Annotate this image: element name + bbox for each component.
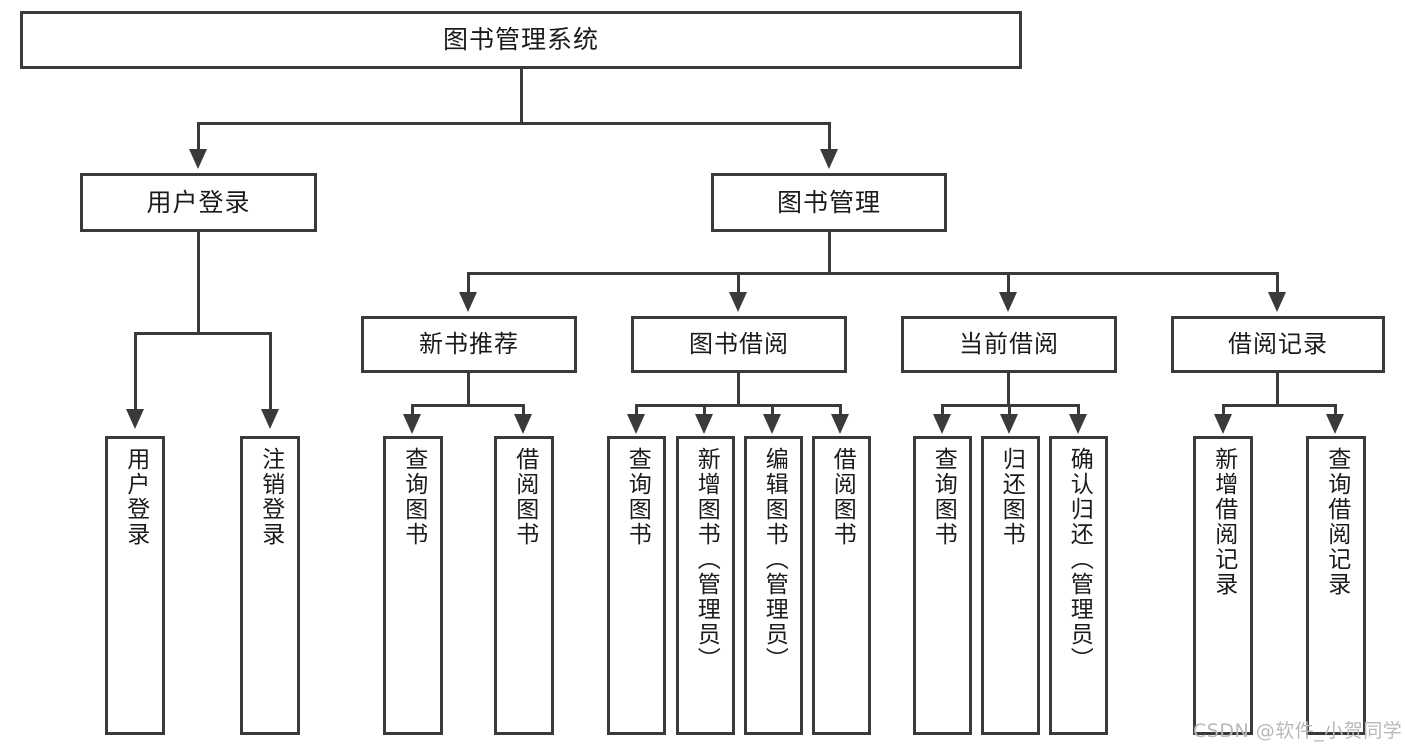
arrowhead-bb-leaf-4: [831, 414, 849, 434]
arrowhead-bb-leaf-3: [763, 414, 781, 434]
connector-to-borrow-record: [1276, 272, 1279, 294]
arrowhead-cb-leaf-2: [1000, 414, 1018, 434]
leaf-label: 查询借阅记录: [1323, 447, 1350, 597]
connector-book-manage-bus: [467, 272, 1279, 275]
connector-borrow-record-bus: [1222, 404, 1337, 407]
leaf-return-book[interactable]: 归还图书: [981, 436, 1040, 735]
leaf-label: 新增图书（管理员）: [693, 447, 720, 672]
node-label: 图书管理系统: [442, 25, 599, 55]
arrowhead-leaf-logout: [261, 409, 279, 429]
connector-root-stem: [520, 69, 523, 125]
node-label: 用户登录: [146, 187, 251, 217]
arrowhead-book-manage: [820, 149, 838, 169]
connector-new-book-recommend-bus: [411, 404, 525, 407]
connector-root-to-user-login: [197, 122, 200, 151]
leaf-add-borrow-record[interactable]: 新增借阅记录: [1193, 436, 1253, 735]
leaf-label: 新增借阅记录: [1210, 447, 1237, 597]
leaf-logout[interactable]: 注销登录: [240, 436, 300, 735]
node-label: 图书管理: [776, 187, 881, 217]
node-user-login[interactable]: 用户登录: [80, 173, 317, 232]
leaf-borrow-book[interactable]: 借阅图书: [812, 436, 871, 735]
node-root-system[interactable]: 图书管理系统: [20, 11, 1022, 69]
connector-root-to-book-manage: [828, 122, 831, 151]
connector-to-book-borrow: [737, 272, 740, 294]
connector-current-borrow-stem: [1007, 373, 1010, 407]
arrowhead-borrow-record: [1268, 292, 1286, 312]
arrowhead-nbr-leaf-1: [403, 414, 421, 434]
csdn-watermark: CSDN @软件_小贺同学: [1193, 720, 1403, 742]
connector-user-login-stem: [197, 232, 200, 335]
arrowhead-nbr-leaf-2: [514, 414, 532, 434]
leaf-label: 确认归还（管理员）: [1066, 447, 1093, 672]
leaf-label: 用户登录: [122, 447, 149, 547]
arrowhead-cb-leaf-1: [933, 414, 951, 434]
connector-borrow-record-stem: [1276, 373, 1279, 407]
connector-br-leaf-2: [1334, 404, 1337, 416]
node-new-book-recommend[interactable]: 新书推荐: [361, 316, 577, 373]
node-borrow-record[interactable]: 借阅记录: [1171, 316, 1385, 373]
connector-cb-leaf-2: [1008, 404, 1011, 416]
leaf-query-borrow-record[interactable]: 查询借阅记录: [1306, 436, 1366, 735]
connector-bb-leaf-4: [839, 404, 842, 416]
node-book-management[interactable]: 图书管理: [711, 173, 947, 232]
connector-new-book-recommend-stem: [467, 373, 470, 407]
connector-nbr-leaf-1: [411, 404, 414, 416]
connector-to-leaf-logout: [269, 332, 272, 411]
leaf-label: 归还图书: [998, 447, 1025, 547]
connector-bb-leaf-2: [703, 404, 706, 416]
node-label: 新书推荐: [419, 330, 519, 359]
connector-user-login-bus: [134, 332, 272, 335]
arrowhead-bb-leaf-2: [695, 414, 713, 434]
leaf-label: 注销登录: [257, 447, 284, 547]
arrowhead-current-borrow: [999, 292, 1017, 312]
leaf-label: 借阅图书: [511, 447, 538, 547]
arrowhead-br-leaf-2: [1326, 414, 1344, 434]
node-label: 当前借阅: [959, 330, 1059, 359]
connector-book-manage-stem: [828, 232, 831, 274]
connector-to-new-book-recommend: [467, 272, 470, 294]
leaf-label: 编辑图书（管理员）: [761, 447, 788, 672]
connector-bb-leaf-3: [771, 404, 774, 416]
connector-to-current-borrow: [1007, 272, 1010, 294]
node-label: 图书借阅: [689, 330, 789, 359]
leaf-label: 查询图书: [930, 447, 957, 547]
leaf-label: 借阅图书: [829, 447, 856, 547]
connector-cb-leaf-3: [1077, 404, 1080, 416]
leaf-label: 查询图书: [624, 447, 651, 547]
arrowhead-user-login: [189, 149, 207, 169]
leaf-edit-book-admin[interactable]: 编辑图书（管理员）: [744, 436, 803, 735]
connector-br-leaf-1: [1222, 404, 1225, 416]
connector-to-leaf-user-login: [134, 332, 137, 411]
leaf-borrow-book-recommend[interactable]: 借阅图书: [494, 436, 554, 735]
connector-root-bus: [197, 122, 831, 125]
arrowhead-new-book-recommend: [459, 292, 477, 312]
arrowhead-leaf-user-login: [126, 409, 144, 429]
node-book-borrow[interactable]: 图书借阅: [631, 316, 847, 373]
arrowhead-bb-leaf-1: [627, 414, 645, 434]
connector-nbr-leaf-2: [522, 404, 525, 416]
leaf-user-login[interactable]: 用户登录: [105, 436, 165, 735]
arrowhead-book-borrow: [729, 292, 747, 312]
leaf-label: 查询图书: [400, 447, 427, 547]
leaf-query-book[interactable]: 查询图书: [607, 436, 666, 735]
connector-book-borrow-bus: [635, 404, 842, 407]
node-label: 借阅记录: [1228, 330, 1328, 359]
connector-cb-leaf-1: [941, 404, 944, 416]
arrowhead-cb-leaf-3: [1069, 414, 1087, 434]
leaf-query-book-current[interactable]: 查询图书: [913, 436, 972, 735]
leaf-query-book-recommend[interactable]: 查询图书: [383, 436, 443, 735]
node-current-borrow[interactable]: 当前借阅: [901, 316, 1117, 373]
connector-book-borrow-stem: [737, 373, 740, 407]
leaf-confirm-return-admin[interactable]: 确认归还（管理员）: [1049, 436, 1108, 735]
connector-bb-leaf-1: [635, 404, 638, 416]
leaf-add-book-admin[interactable]: 新增图书（管理员）: [676, 436, 735, 735]
arrowhead-br-leaf-1: [1214, 414, 1232, 434]
